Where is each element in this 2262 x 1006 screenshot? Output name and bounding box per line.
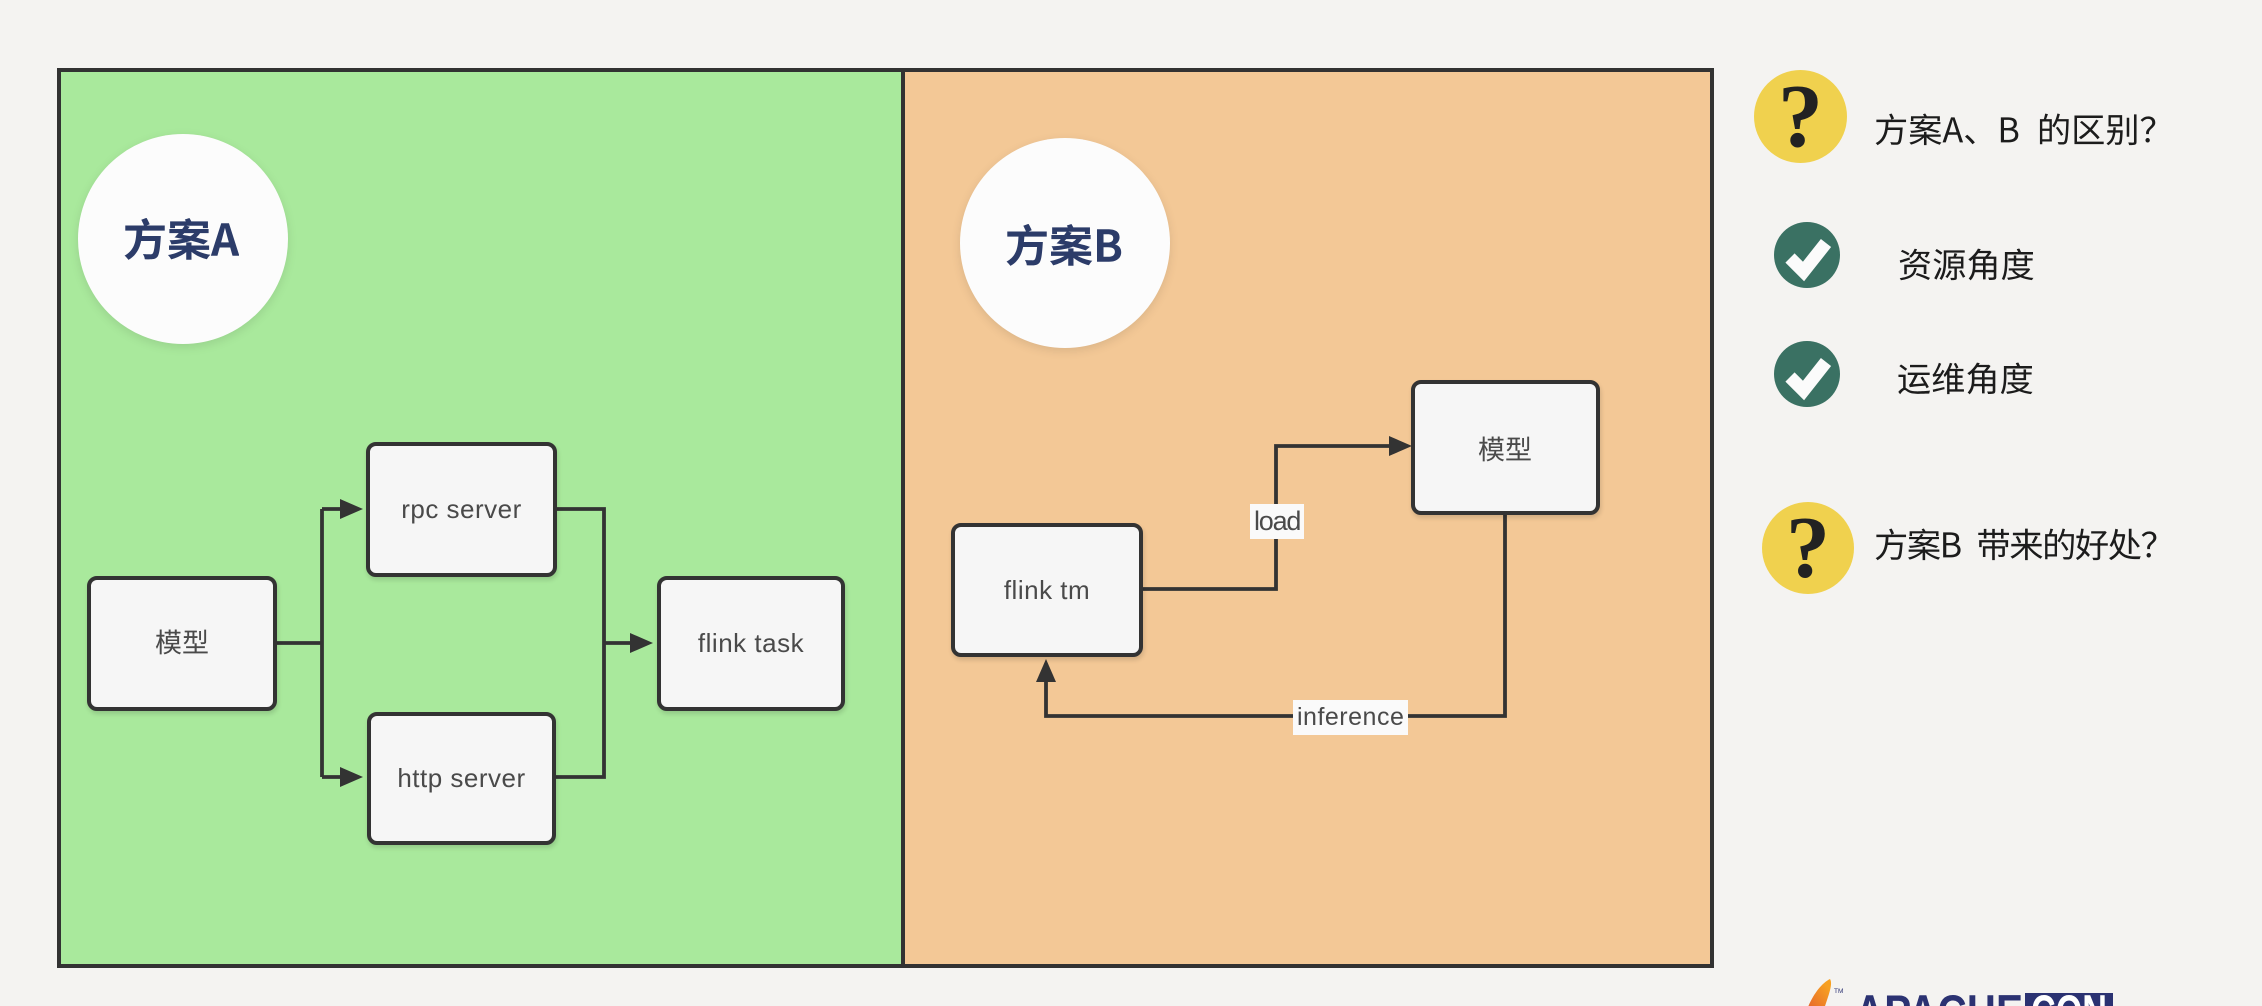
svg-text:APACHE: APACHE (1855, 987, 2023, 1006)
svg-text:TM: TM (1834, 988, 1843, 995)
svg-text:CON: CON (2031, 987, 2107, 1006)
